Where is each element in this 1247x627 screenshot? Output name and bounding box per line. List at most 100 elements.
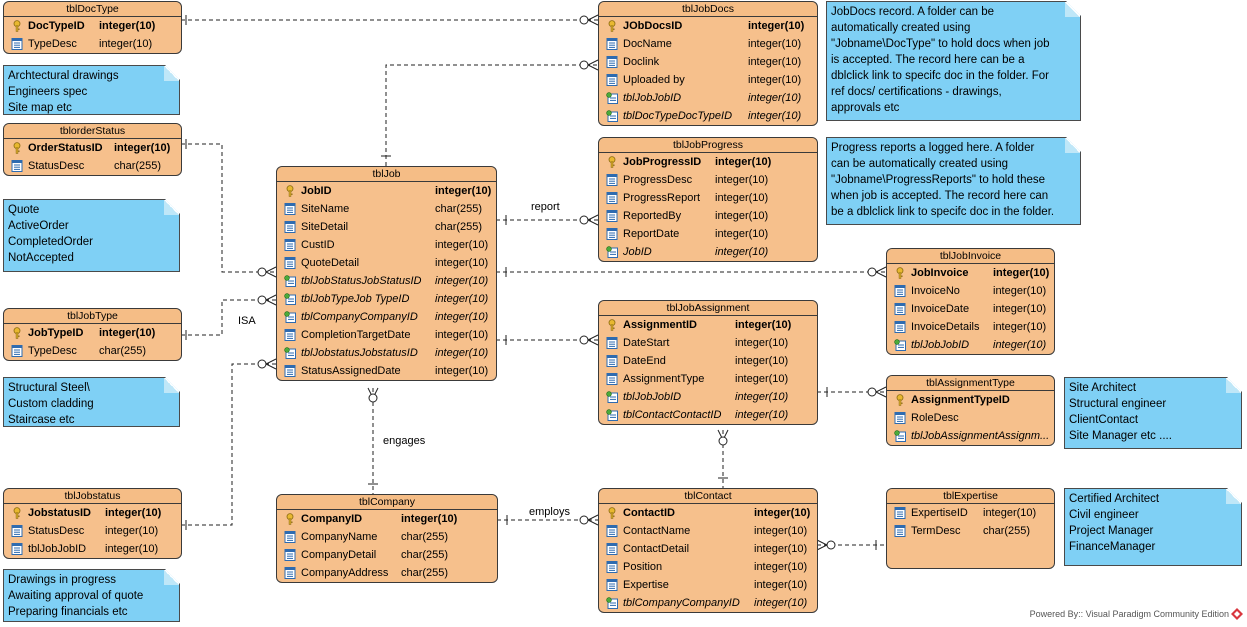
column-name: DocTypeID [28, 20, 85, 32]
column-icon [606, 38, 618, 50]
note-line: Custom cladding [8, 398, 94, 410]
note-line: Awaiting approval of quote [8, 590, 144, 602]
primary-key-row[interactable]: AssignmentTypeID [887, 391, 1054, 409]
column-name: tblJobJobID [623, 391, 682, 403]
column-icon [606, 174, 618, 186]
foreign-key-icon [284, 293, 296, 305]
column-row[interactable]: RoleDesc [887, 409, 1054, 427]
label-isa: ISA [236, 315, 258, 327]
column-type: char(255) [99, 345, 147, 357]
column-name: Expertise [623, 579, 669, 591]
note-progress[interactable]: Progress reports a logged here. A folder… [826, 137, 1081, 225]
key-icon [606, 507, 618, 519]
column-name: tblJobTypeJob TypeID [301, 293, 410, 305]
foreign-key-icon [284, 275, 296, 287]
link-orderstatus-job [181, 143, 276, 273]
foreign-key-row[interactable]: tblJobAssignmentAssignm... [887, 427, 1054, 445]
column-type: integer(10) [715, 210, 769, 222]
column-type: integer(10) [401, 513, 458, 525]
label-employs: employs [527, 506, 572, 518]
column-type: integer(10) [748, 56, 802, 68]
column-name: Position [623, 561, 663, 573]
entity-title: tblJobType [4, 309, 181, 324]
